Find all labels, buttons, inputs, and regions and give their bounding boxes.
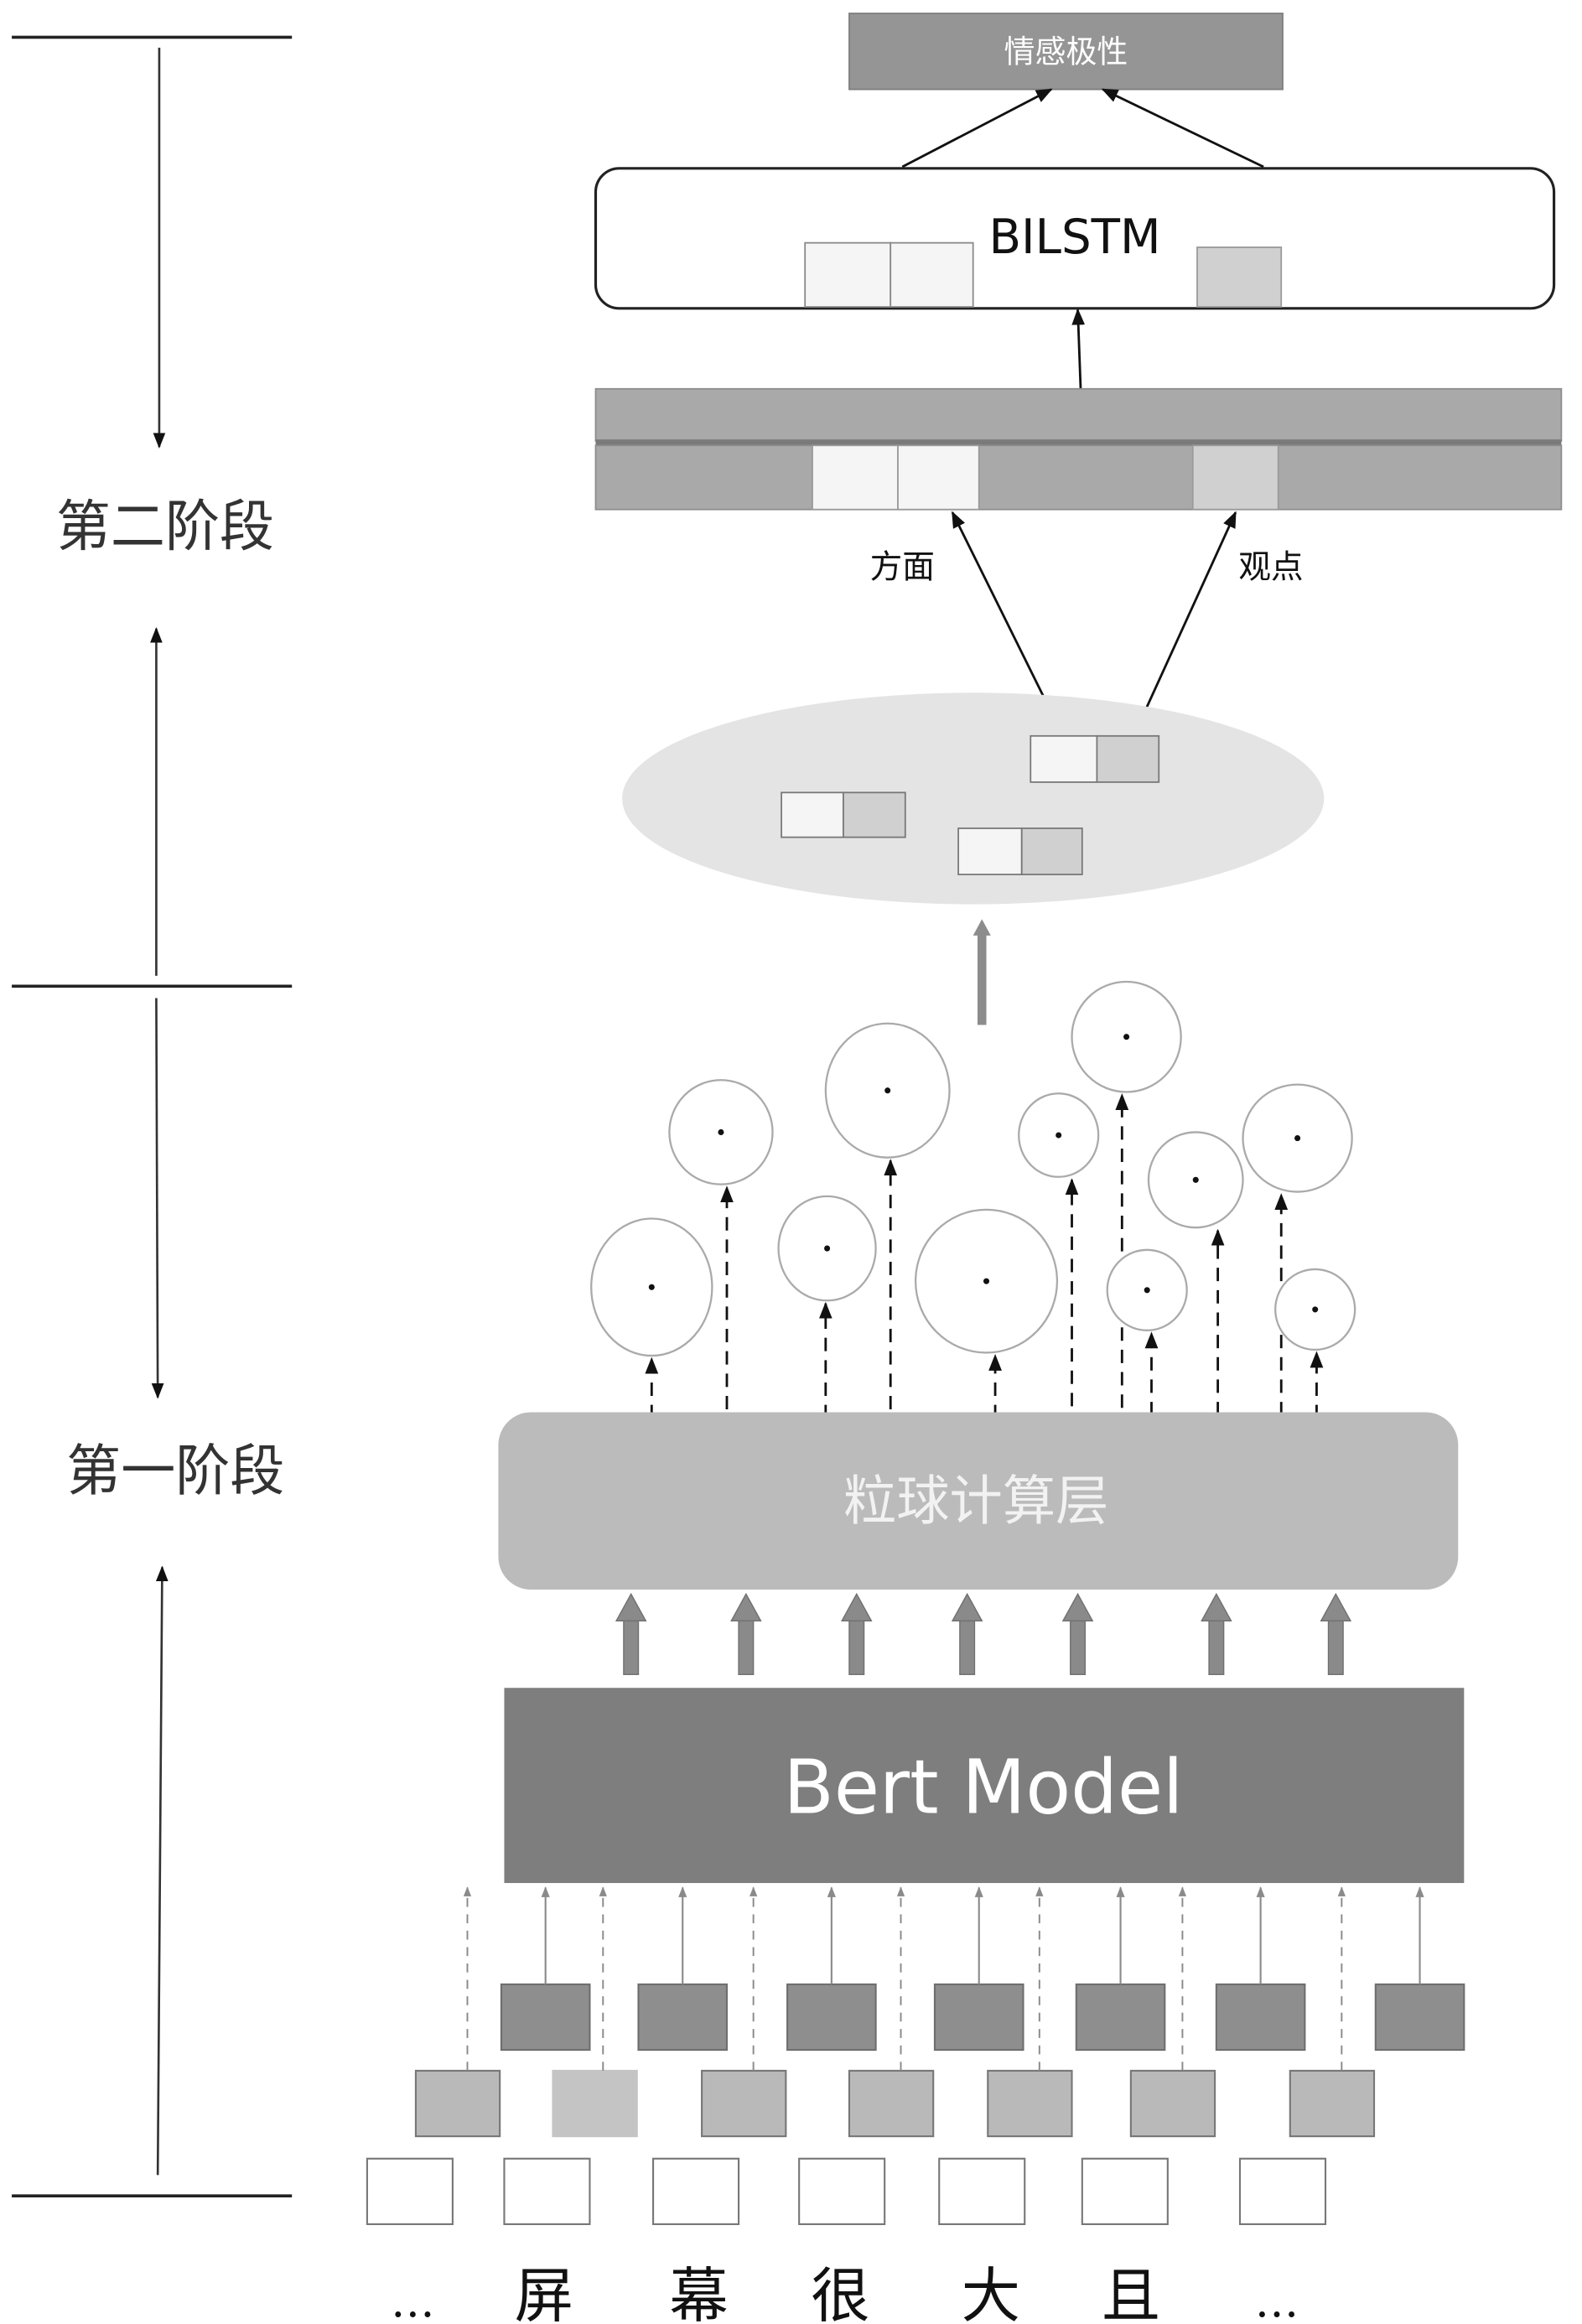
opinion-arrow xyxy=(1131,511,1237,739)
bert-model: Bert Model xyxy=(504,1688,1465,1884)
stage1-up-arrow xyxy=(155,1565,169,2176)
segment-embedding-cell xyxy=(1289,2069,1376,2138)
segment-embedding-cell xyxy=(701,2069,787,2138)
sentiment-polarity-output: 情感极性 xyxy=(848,13,1284,169)
bert-model-label: Bert Model xyxy=(784,1744,1184,1831)
token-embedding-cell xyxy=(1374,1983,1465,2052)
segment-embedding-cell xyxy=(414,2069,501,2138)
thick-up-arrow xyxy=(730,1592,762,1675)
input-cell xyxy=(1081,2157,1169,2226)
ball-center-dot xyxy=(983,1278,990,1284)
pair-cell-1 xyxy=(1030,734,1160,783)
input-token: … xyxy=(1255,2275,1299,2324)
token-embedding-cell xyxy=(1215,1983,1306,2052)
token-embedding-cell xyxy=(786,1983,877,2052)
thick-up-arrow xyxy=(1061,1592,1094,1675)
ball-center-dot xyxy=(824,1245,831,1252)
bert-to-granular-arrows xyxy=(615,1592,1352,1675)
ball-center-dot xyxy=(1123,1034,1130,1040)
stage1-down-arrow xyxy=(151,998,164,1399)
bilstm-aspect-cell-1 xyxy=(804,241,892,308)
pair-cell-3 xyxy=(957,827,1083,875)
segment-embedding-cell xyxy=(848,2069,935,2138)
granular-ball xyxy=(914,1208,1059,1419)
input-token: … xyxy=(391,2275,435,2324)
input-token: 屏 xyxy=(515,2261,573,2324)
granular-layer-box xyxy=(498,1412,1459,1590)
bilstm-to-output-arrow-right xyxy=(1101,88,1264,169)
embedding-layers xyxy=(366,1886,1465,2226)
concat-bar-divider xyxy=(595,439,1562,446)
concat-opinion-cell xyxy=(1191,444,1279,511)
concat-aspect-cell-1 xyxy=(812,444,899,511)
input-token: 大 xyxy=(962,2261,1020,2324)
balls-to-cluster-arrow xyxy=(973,919,991,1025)
thick-up-arrow xyxy=(951,1592,983,1675)
aspect-label: 方面 xyxy=(870,548,935,586)
concat-to-bilstm-arrow xyxy=(1071,308,1086,391)
ball-center-dot xyxy=(1192,1176,1199,1183)
granular-ball xyxy=(1242,1083,1353,1416)
granular-ball xyxy=(777,1195,877,1419)
bilstm-aspect-cell-2 xyxy=(890,241,974,308)
granular-ball xyxy=(824,1022,951,1409)
granular-ball xyxy=(1274,1268,1356,1419)
bilstm-to-output-arrow-left xyxy=(901,88,1053,169)
granular-ball-cluster xyxy=(622,693,1325,905)
ball-center-dot xyxy=(884,1087,891,1094)
granular-balls xyxy=(590,980,1356,1430)
sentiment-polarity-box xyxy=(848,13,1284,91)
bert-model-box xyxy=(504,1688,1465,1884)
input-tokens: … 屏 幕 很 大 且 … xyxy=(391,2261,1299,2324)
sentiment-polarity-label: 情感极性 xyxy=(1004,34,1128,70)
token-embedding-cell xyxy=(933,1983,1024,2052)
pair-cell-2 xyxy=(781,791,906,838)
input-token: 幕 xyxy=(669,2261,728,2324)
bilstm-opinion-cell xyxy=(1196,246,1283,308)
input-cell xyxy=(1238,2157,1327,2226)
input-token: 且 xyxy=(1102,2261,1160,2324)
ball-center-dot xyxy=(1294,1135,1301,1142)
thick-up-arrow xyxy=(840,1592,873,1675)
concat-bar-top xyxy=(594,387,1563,442)
stage-markers: 第二阶段 第一阶段 xyxy=(12,35,293,2197)
stage1-label: 第一阶段 xyxy=(66,1440,284,1503)
token-embedding-cell xyxy=(500,1983,591,2052)
granular-ball xyxy=(668,1079,774,1409)
segment-embedding-cell xyxy=(987,2069,1073,2138)
ball-center-dot xyxy=(718,1128,724,1136)
input-cell xyxy=(938,2157,1026,2226)
thick-up-arrow xyxy=(1201,1592,1232,1675)
granular-ball xyxy=(1018,1092,1100,1407)
input-cell xyxy=(798,2157,886,2226)
granular-ball xyxy=(1106,1248,1188,1416)
bilstm-label: BILSTM xyxy=(988,210,1160,265)
granular-ball xyxy=(1147,1131,1244,1416)
bilstm-layer: BILSTM xyxy=(594,167,1556,391)
ball-center-dot xyxy=(648,1284,655,1290)
concat-representation xyxy=(594,387,1563,511)
stage2-label: 第二阶段 xyxy=(56,495,274,558)
segment-embedding-cell xyxy=(552,2069,638,2138)
input-cell xyxy=(503,2157,591,2226)
opinion-label: 观点 xyxy=(1238,548,1303,586)
input-cell xyxy=(652,2157,740,2226)
thick-up-arrow xyxy=(1320,1592,1352,1675)
token-embedding-cell xyxy=(637,1983,729,2052)
ball-center-dot xyxy=(1312,1306,1319,1313)
input-cell xyxy=(366,2157,454,2226)
granular-computing-layer: 粒球计算层 xyxy=(498,1412,1459,1590)
ball-center-dot xyxy=(1144,1287,1150,1294)
granular-ball xyxy=(590,1217,713,1419)
granular-layer-label: 粒球计算层 xyxy=(843,1471,1108,1533)
concat-aspect-cell-2 xyxy=(897,444,980,511)
concat-bar-bottom xyxy=(594,444,1563,511)
token-embedding-cell xyxy=(1075,1983,1166,2052)
thick-up-arrow xyxy=(615,1592,647,1675)
ball-center-dot xyxy=(1056,1132,1062,1139)
input-token: 很 xyxy=(811,2261,869,2324)
segment-embedding-cell xyxy=(1129,2069,1216,2138)
